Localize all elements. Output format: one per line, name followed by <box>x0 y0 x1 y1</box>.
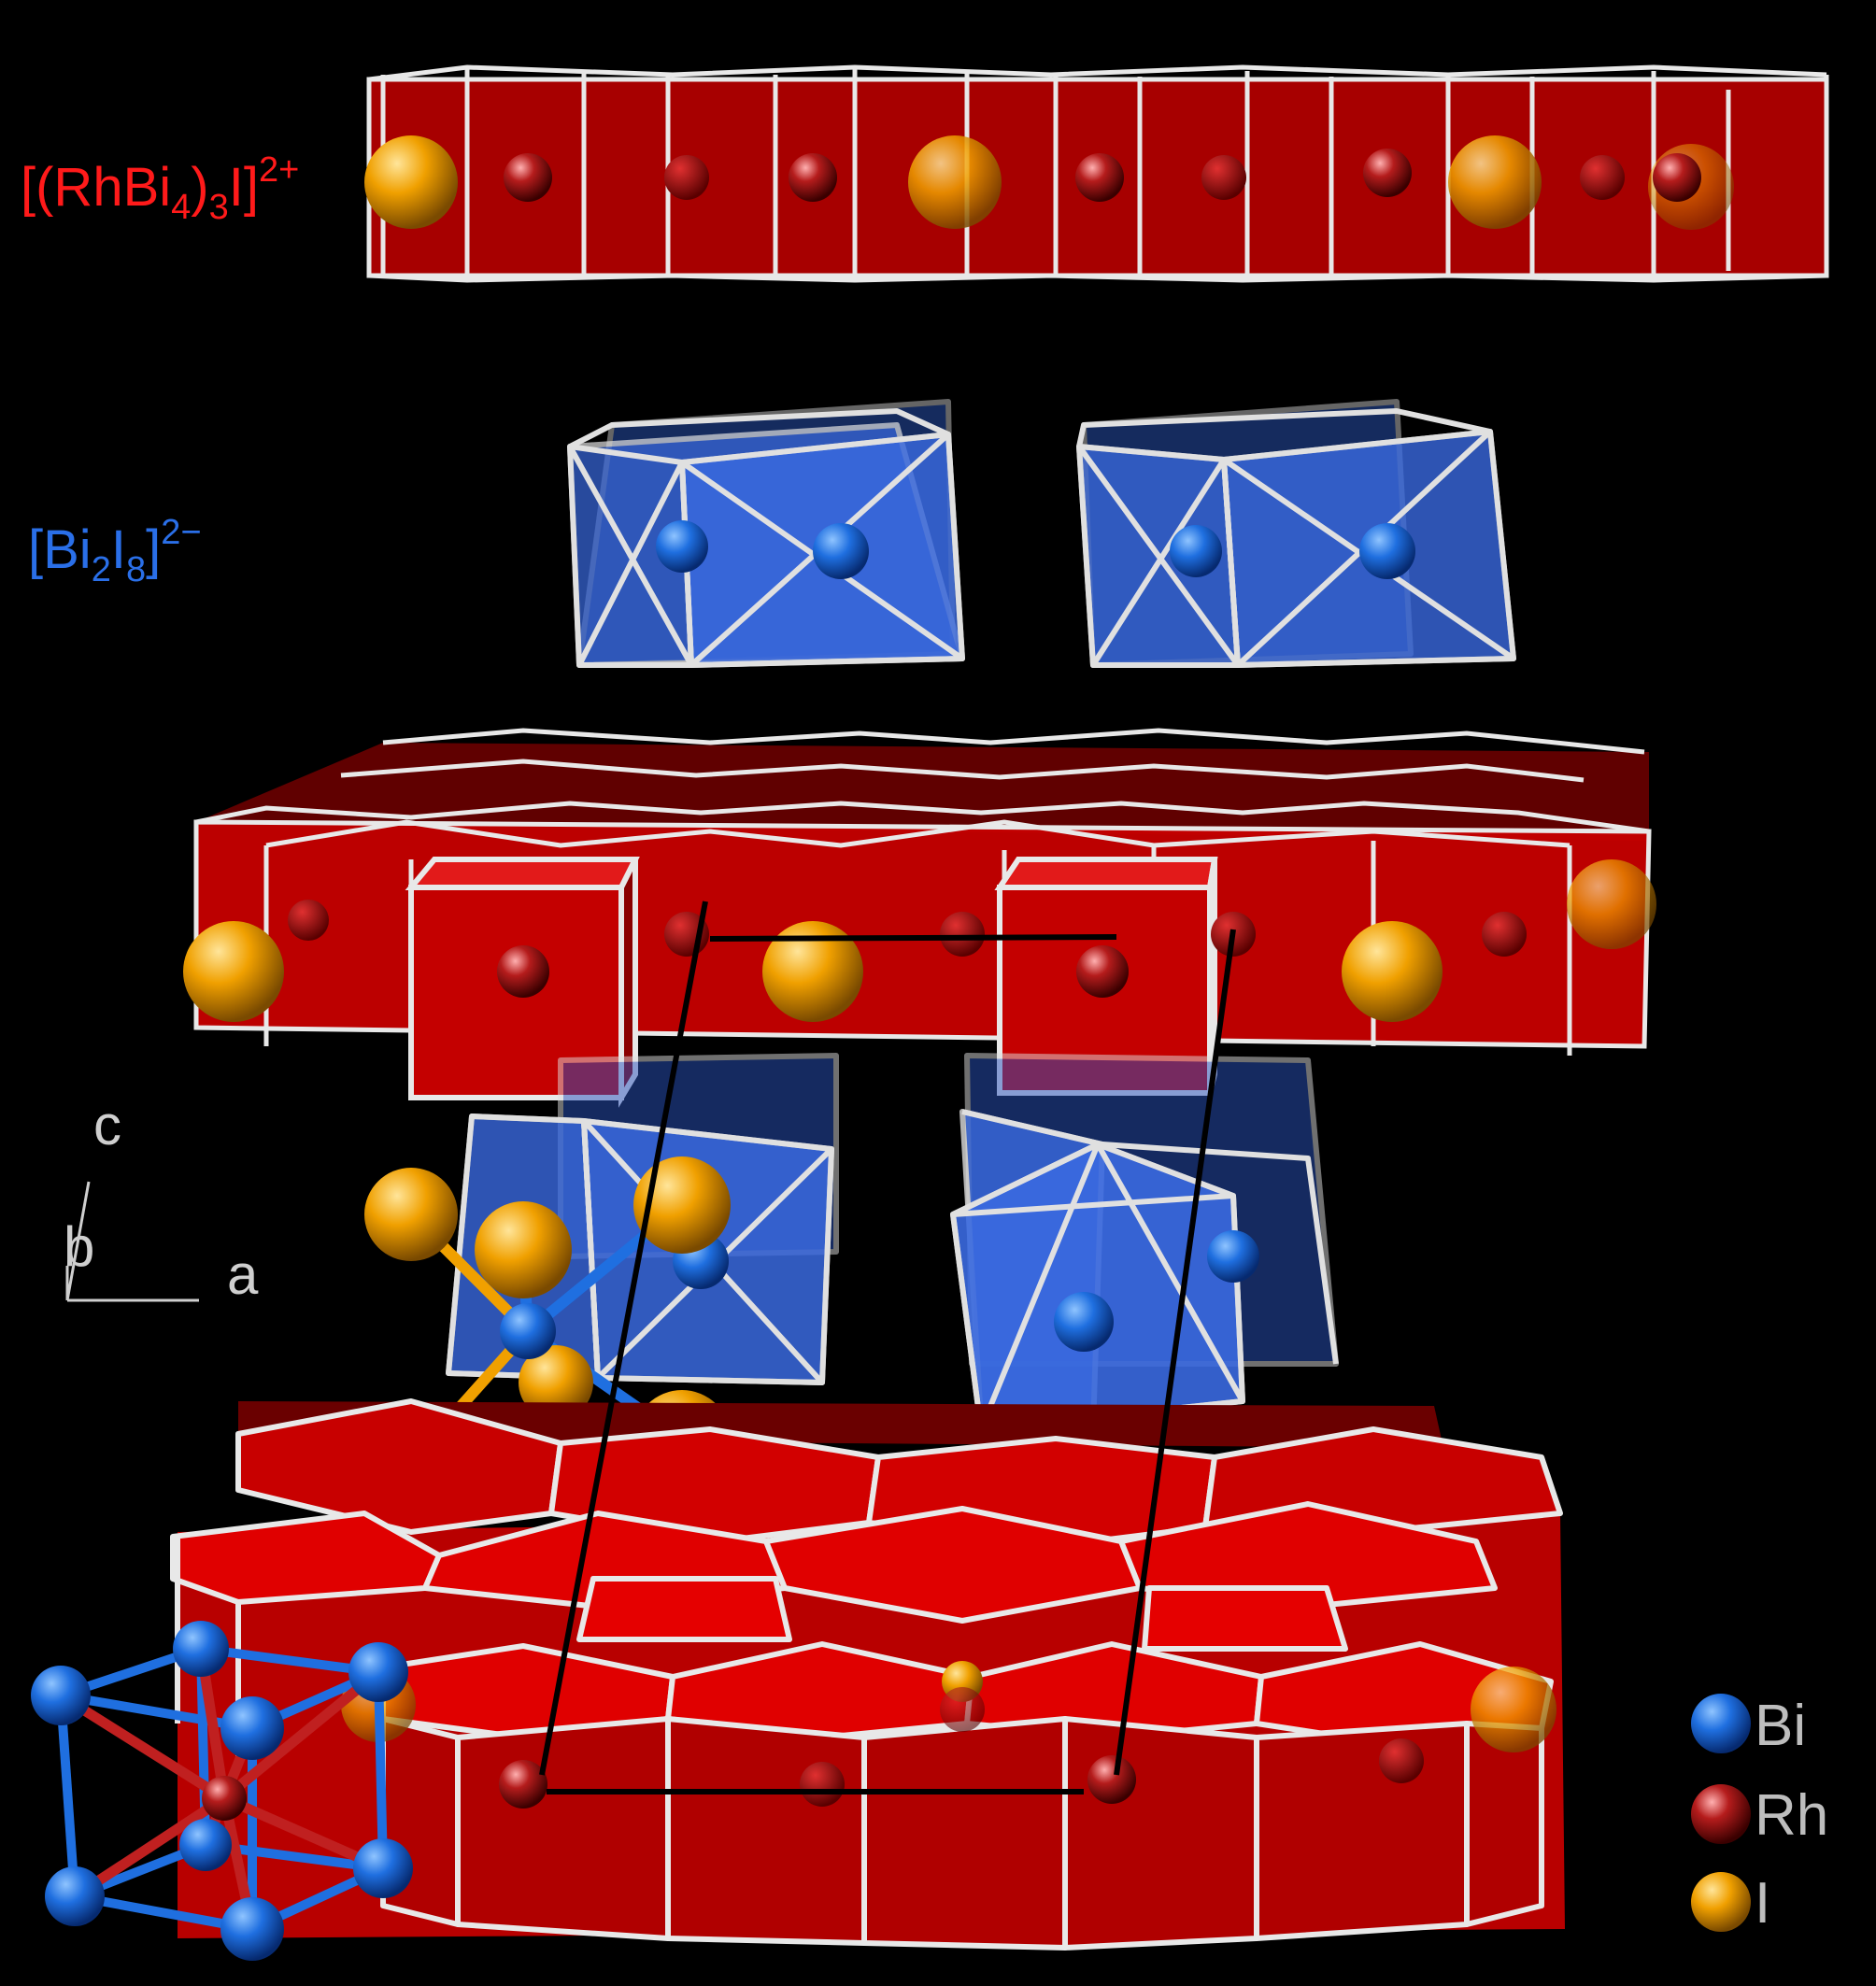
legend-label-bi: Bi <box>1755 1694 1807 1758</box>
cation-layer-middle <box>183 728 1656 1108</box>
cation-layer-bottom <box>170 1398 1565 1951</box>
axis-label-b: b <box>64 1215 95 1278</box>
legend-bi-swatch <box>1691 1694 1751 1753</box>
cation-layer-top <box>364 64 1829 283</box>
legend-label-rh: Rh <box>1755 1783 1829 1848</box>
axis-indicator <box>65 1181 199 1302</box>
axis-label-c: c <box>93 1094 121 1156</box>
cation-layer-formula: [(RhBi4)3I]2+ <box>21 150 300 227</box>
legend-label-i: I <box>1755 1871 1771 1936</box>
legend-i-swatch <box>1691 1872 1751 1932</box>
anion-layer-upper <box>567 399 1516 668</box>
legend-swatches <box>1691 1694 1751 1932</box>
anion-layer-lower <box>446 1053 1339 1432</box>
legend-rh-swatch <box>1691 1784 1751 1844</box>
axis-label-a: a <box>227 1243 259 1306</box>
rhbi8-cube-ball-stick <box>31 1621 413 1961</box>
anion-layer-formula: [Bi2I8]2− <box>28 513 202 589</box>
unit-cell-edges <box>539 901 1236 1794</box>
